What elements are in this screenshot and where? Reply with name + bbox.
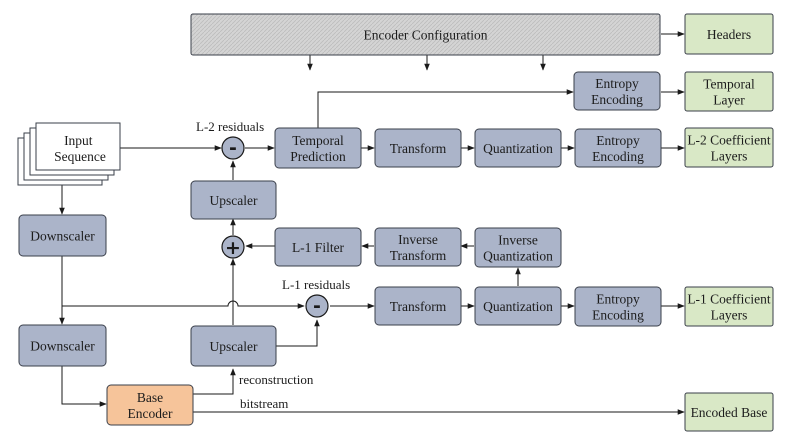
upscaler-top-label: Upscaler [210,193,258,208]
headers-box: Headers [684,13,774,55]
upscaler-bottom-box: Upscaler [190,325,277,367]
downscaler-bottom-label: Downscaler [30,339,95,354]
transform-top-label: Transform [390,141,447,156]
subtract-operator-top: - [221,136,245,160]
quantization-mid-label: Quantization [483,299,553,314]
arrow-base-encoder-to-upscaler [193,368,236,395]
quantization-mid-box: Quantization [474,286,562,326]
input-sequence-label: Input Sequence [54,133,106,164]
svg-text:-: - [313,295,321,317]
arrow-downscaler-to-base-encoder [61,366,107,407]
connectors [59,31,685,415]
transform-mid-box: Transform [374,286,462,326]
input-sequence: Input Sequence [17,122,121,186]
arrow-temporal-to-entropy-top [317,89,574,128]
l1-residuals-label: L-1 residuals [282,277,350,292]
encoder-configuration-label: Encoder Configuration [363,28,487,43]
quantization-top-box: Quantization [474,128,562,168]
quantization-top-label: Quantization [483,141,553,156]
headers-label: Headers [707,27,751,42]
upscaler-bottom-label: Upscaler [210,339,258,354]
l1-filter-box: L-1 Filter [274,227,362,267]
svg-text:-: - [229,137,237,159]
encoded-base-label: Encoded Base [691,405,768,420]
arrow-upscaler-bottom-to-sub-bottom [276,319,320,347]
transform-mid-label: Transform [390,299,447,314]
downscaler-bottom-box: Downscaler [18,324,107,367]
downscaler-top-box: Downscaler [18,214,107,257]
arrow-downscaler-to-sub-bottom [62,300,305,309]
downscaler-top-label: Downscaler [30,229,95,244]
encoded-base-box: Encoded Base [684,392,774,432]
upscaler-top-box: Upscaler [190,180,277,220]
l1-filter-label: L-1 Filter [292,240,345,255]
subtract-operator-bottom: - [305,294,329,318]
svg-text:+: + [225,237,241,259]
encoder-configuration-box: Encoder Configuration [190,13,661,56]
add-operator: + [221,235,245,259]
bitstream-label: bitstream [240,396,288,411]
l2-residuals-label: L-2 residuals [196,119,264,134]
transform-top-box: Transform [374,128,462,168]
reconstruction-label: reconstruction [239,372,314,387]
